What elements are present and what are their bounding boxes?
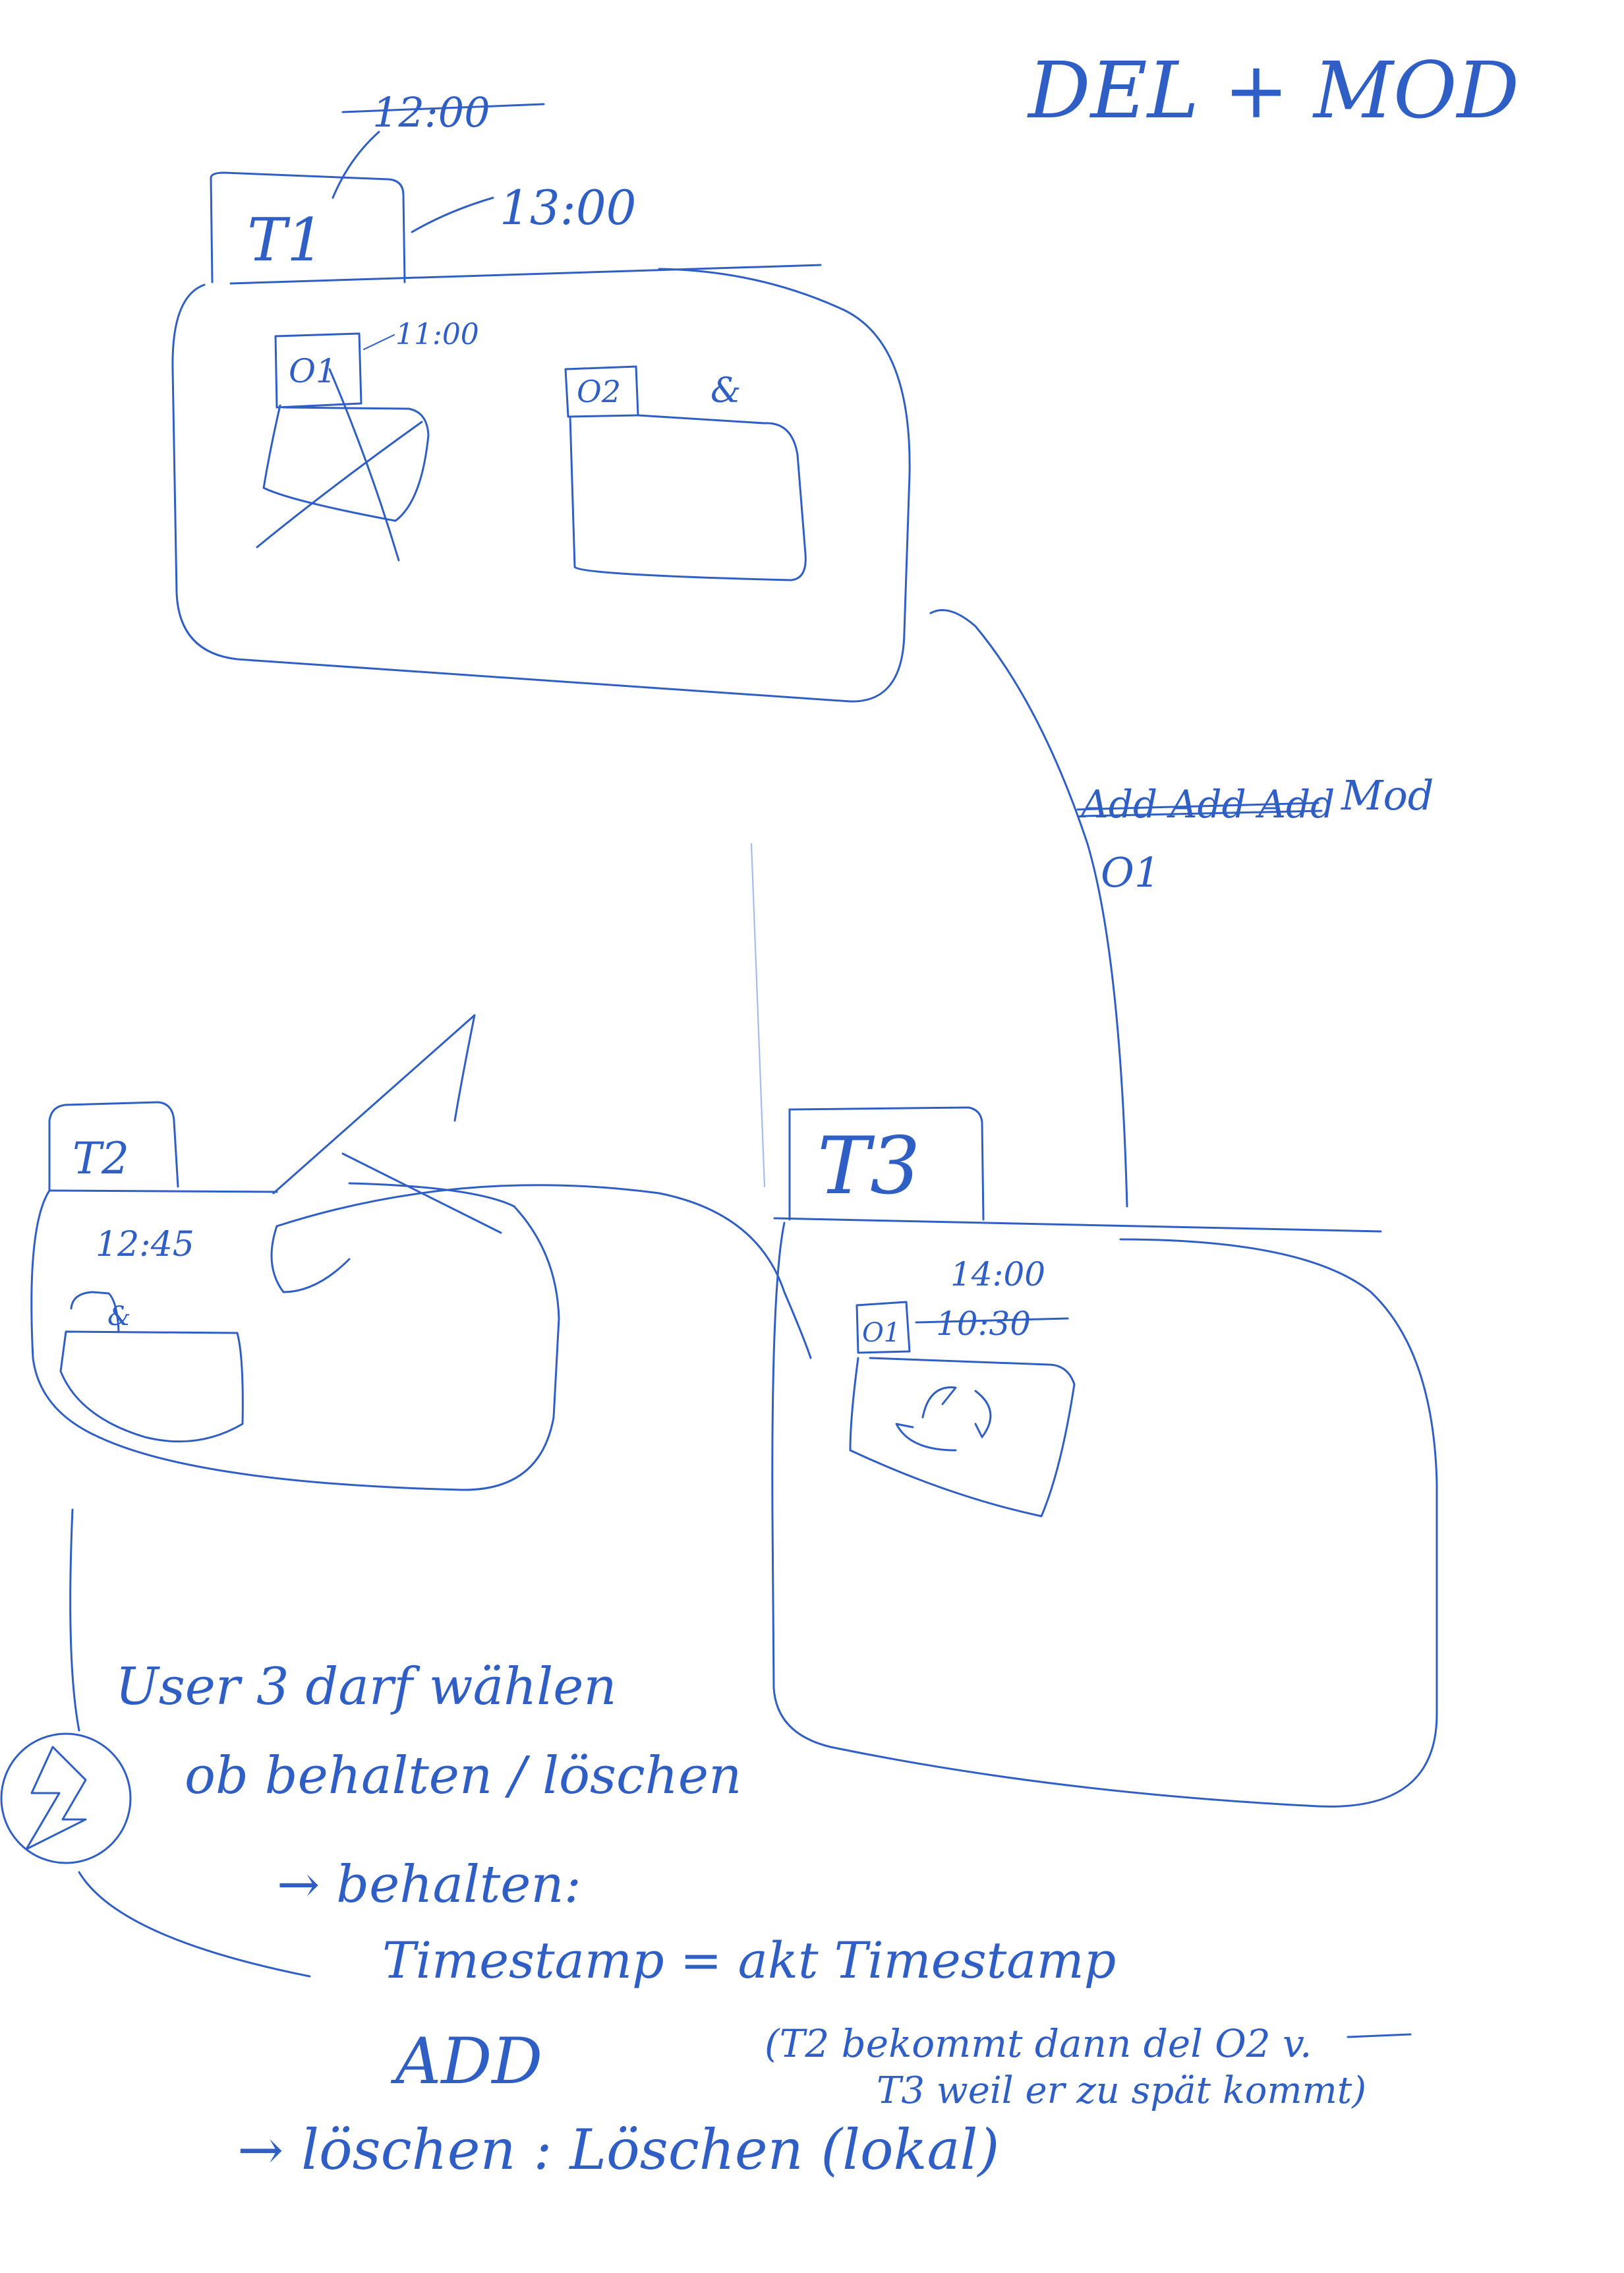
t3-o1-time-strike xyxy=(915,1317,1069,1324)
note-line-1: User 3 darf wählen xyxy=(115,1657,617,1717)
t3-o1-label: O1 xyxy=(862,1318,900,1348)
t3-o1-body xyxy=(849,1357,1076,1518)
recycle-icon xyxy=(895,1386,992,1452)
t1-object-o1: O1 11:00 xyxy=(256,318,479,562)
page-title: DEL + MOD xyxy=(1027,45,1519,136)
t2-tab-underline xyxy=(48,1189,278,1193)
t1-label: T1 xyxy=(247,206,324,275)
t1-o1-time: 11:00 xyxy=(395,318,479,351)
t3-tablet: T3 O1 14:00 10:30 xyxy=(771,1106,1438,1808)
note-add: ADD xyxy=(390,2024,542,2098)
t3-label: T3 xyxy=(817,1121,920,1212)
t2-tab xyxy=(48,1101,179,1188)
connector-label-mod: Mod xyxy=(1341,771,1434,819)
t1-tab xyxy=(210,171,406,283)
t1-o1-label: O1 xyxy=(289,352,337,390)
t2-tablet: T2 12:45 & xyxy=(30,1014,812,1491)
t2-extension-line xyxy=(69,1508,80,1732)
note-del-strike xyxy=(1347,2033,1412,2038)
t2-arrow-up xyxy=(272,1014,476,1195)
t1-time-old: 12:00 xyxy=(372,88,490,136)
note-loeschen: → löschen : Löschen (lokal) xyxy=(237,2117,999,2182)
t1-o1-body xyxy=(262,404,430,522)
t1-object-o2: O2 & xyxy=(564,365,807,581)
t3-o1-time: 14:00 xyxy=(950,1255,1045,1293)
t3-o1-tab xyxy=(856,1301,911,1354)
t3-o1-time-crossed: 10:30 xyxy=(936,1305,1031,1343)
connector-crossed-strike-1 xyxy=(1076,802,1320,811)
t3-tab xyxy=(788,1106,985,1221)
t2-object-tab xyxy=(70,1291,120,1333)
t1-tab-underline xyxy=(229,264,822,285)
t1-o1-tab xyxy=(274,332,362,409)
t2-body xyxy=(30,1182,560,1491)
t2-time: 12:45 xyxy=(96,1225,194,1264)
t2-to-t3-curve xyxy=(276,1184,812,1359)
t1-to-t3-connector xyxy=(929,609,1128,1208)
t1-o2-label: O2 xyxy=(577,374,621,409)
t1-o2-mark: & xyxy=(710,371,741,411)
t2-object-mark: & xyxy=(107,1301,131,1332)
t1-time-new-pointer xyxy=(411,196,494,233)
t3-object-o1: O1 14:00 10:30 xyxy=(849,1255,1076,1518)
t1-time-old-pointer xyxy=(332,131,380,199)
t1-o2-body xyxy=(569,414,807,581)
note-paren-2: T3 weil er zu spät kommt) xyxy=(877,2069,1366,2112)
bolt-tail-line xyxy=(78,1871,311,1978)
t2-arrow-hook xyxy=(270,1225,351,1293)
lightning-icon xyxy=(0,1732,132,1864)
t3-tab-underline xyxy=(773,1217,1382,1233)
t3-body xyxy=(771,1222,1438,1808)
t1-tablet: T1 12:00 13:00 O1 11:00 O2 & xyxy=(171,88,911,703)
t2-label: T2 xyxy=(72,1133,129,1184)
note-behalten: → behalten: xyxy=(277,1855,581,1914)
t2-object-body xyxy=(59,1330,244,1443)
t1-time-old-strike xyxy=(341,103,545,113)
t1-time-new: 13:00 xyxy=(500,180,637,235)
connector-crossed-strike-2 xyxy=(1080,810,1323,817)
t1-body xyxy=(171,268,911,703)
note-line-2: ob behalten / löschen xyxy=(185,1746,741,1806)
connector-label-object: O1 xyxy=(1101,848,1160,897)
note-timestamp: Timestamp = akt Timestamp xyxy=(382,1931,1116,1990)
note-paren-1: (T2 bekommt dann del O2 v. xyxy=(765,2021,1312,2066)
t1-o1-cross-b xyxy=(256,421,423,548)
